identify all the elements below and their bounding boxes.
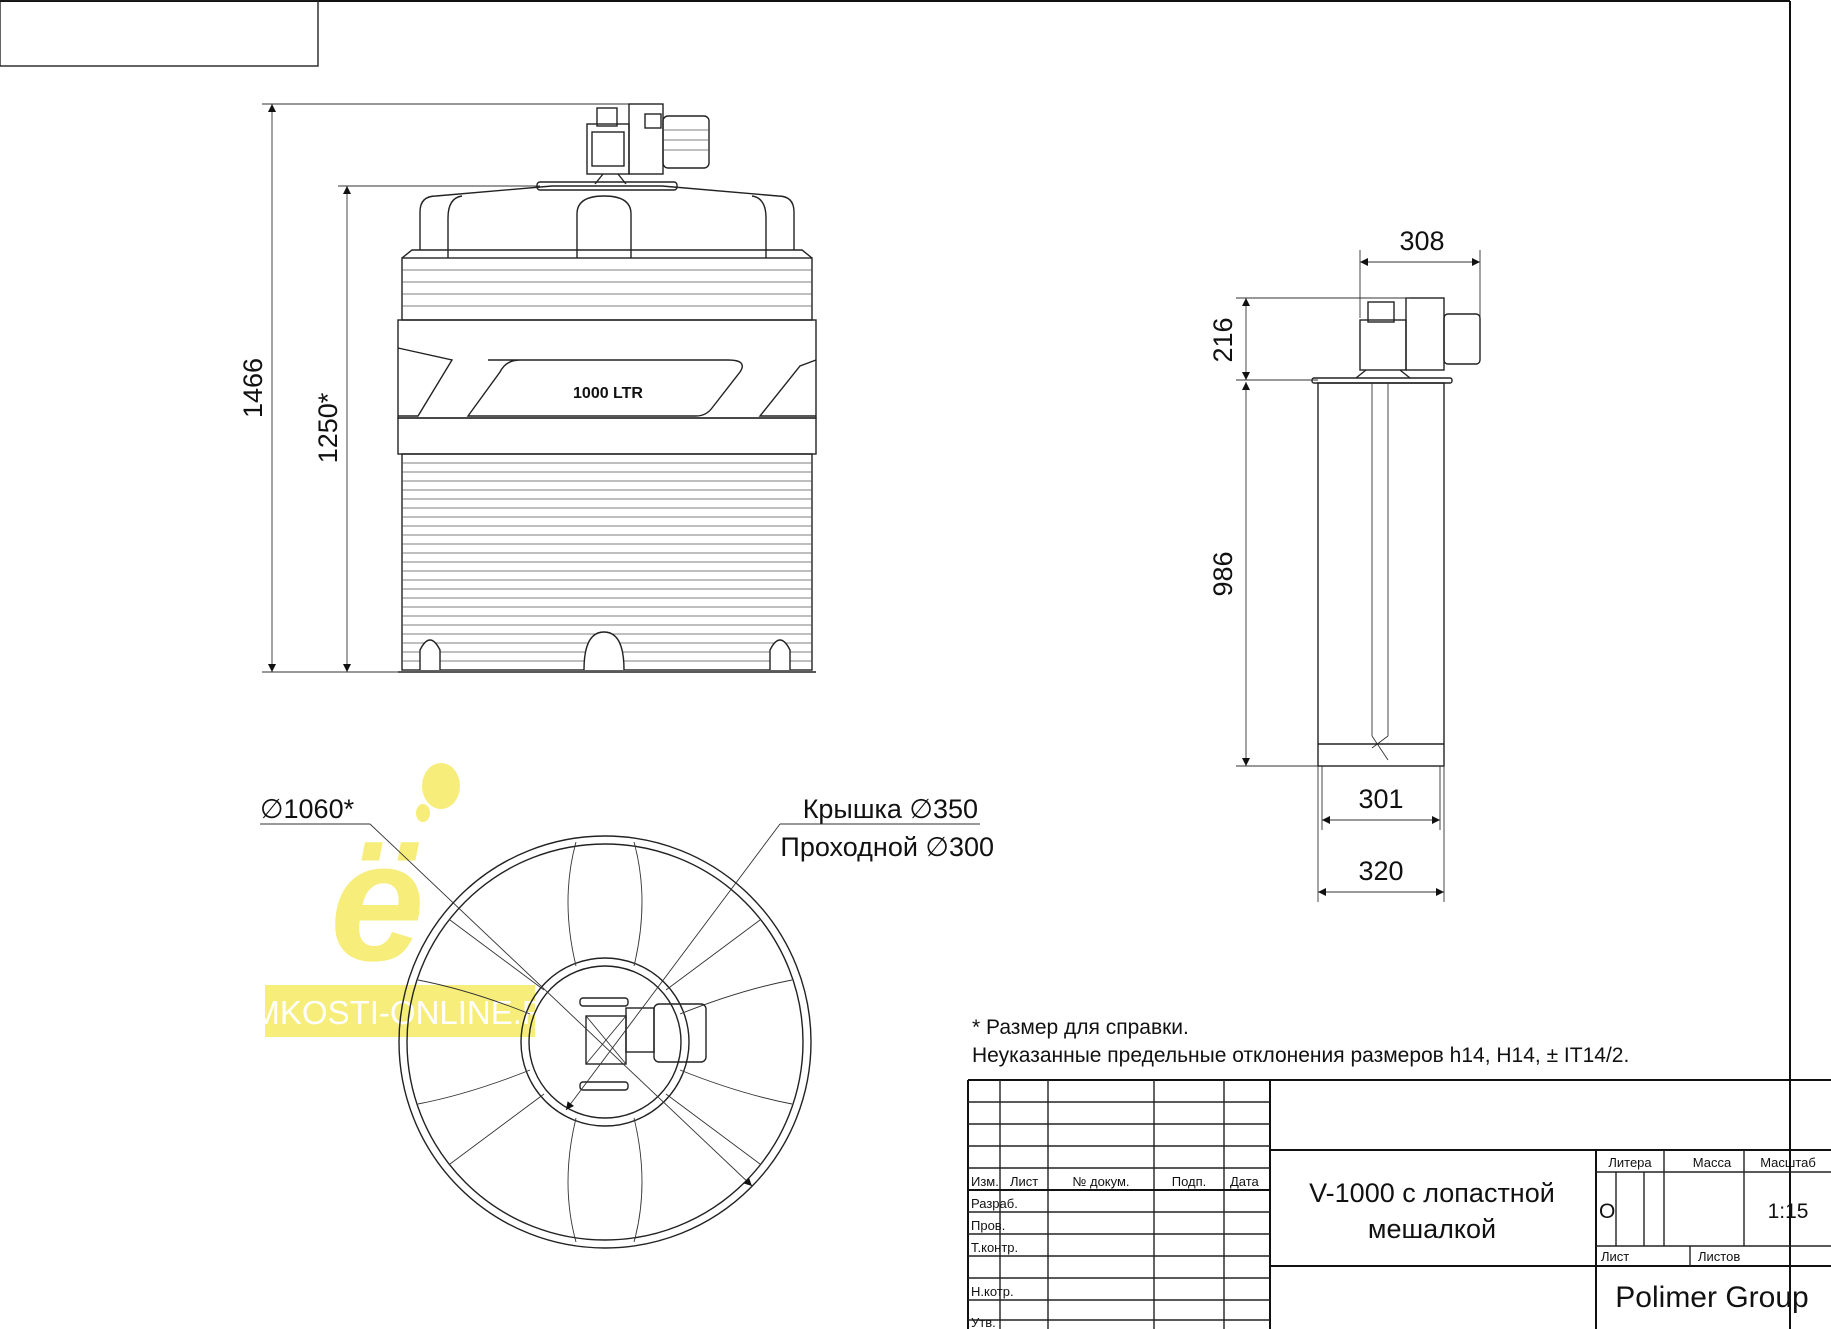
passage-label: Проходной ∅300 [780,832,994,862]
dome-ribs [417,841,793,1243]
sheet-frame [0,0,1791,1329]
watermark-glyph: ё [330,807,425,997]
label-plate-text: 1000 LTR [573,385,643,402]
role-razrab: Разраб. [971,1196,1018,1211]
agitator-drive [536,103,710,191]
role-nkontr: Н.котр. [971,1284,1014,1299]
dim-body-height: 1250* [313,185,540,672]
role-prov: Пров. [971,1218,1005,1233]
scale-value: 1:15 [1768,1200,1809,1223]
note-line-1: * Размер для справки. [972,1016,1189,1039]
hdr-izm: Изм. [971,1174,999,1189]
hdr-doc: № докум. [1072,1174,1129,1189]
notes: * Размер для справки. Неуказанные предел… [972,1016,1629,1067]
drawing-title-line-1: V-1000 с лопастной [1309,1178,1555,1208]
dim-shaft-length-value: 986 [1208,551,1238,596]
watermark-dot-left [422,763,460,809]
sheet-label: Лист [1601,1249,1629,1264]
dim-bottom-inner-value: 301 [1358,784,1403,814]
revision-grid [968,1080,1270,1329]
dim-motor-width-value: 308 [1399,226,1444,256]
litera-value: О [1599,1200,1615,1223]
dim-diameter: ∅1060* [260,794,753,1187]
top-agitator-drive [579,997,707,1091]
hdr-date: Дата [1230,1174,1260,1189]
dim-motor-height: 216 [1208,297,1410,381]
lower-ribs [402,462,812,662]
label-plate [466,359,743,417]
dim-bottom-outer: 320 [1317,766,1445,902]
watermark-dot-small [416,804,430,822]
dim-total-height: 1466 [238,103,660,673]
massa-label: Масса [1693,1155,1732,1170]
corner-box [0,0,319,67]
top-view: ∅1060* Крышка ∅350 Проходной ∅300 [260,794,994,1249]
upper-ribs [402,269,812,307]
role-tkontr: Т.контр. [971,1240,1018,1255]
role-utv: Утв. [971,1315,996,1329]
title-block: Изм. Лист № докум. Подп. Дата Разраб. Пр… [967,1079,1831,1329]
lid-label: Крышка ∅350 [803,794,978,824]
litera-grid [1596,1150,1831,1266]
dim-body-height-value: 1250* [313,392,343,463]
company-name: Polimer Group [1615,1281,1808,1314]
masshtab-label: Масштаб [1760,1155,1816,1170]
drawing-title-line-2: мешалкой [1368,1214,1496,1244]
note-line-2: Неуказанные предельные отклонения размер… [972,1044,1629,1067]
front-view-tank: 1466 1250* [238,103,817,673]
dim-bottom-inner: 301 [1321,766,1441,830]
side-section-view: 308 216 986 301 320 [1208,226,1481,902]
side-agitator-drive [1311,297,1481,384]
dim-shaft-length: 986 [1208,382,1318,767]
hdr-list: Лист [1010,1174,1038,1189]
dim-bottom-outer-value: 320 [1358,856,1403,886]
dim-motor-height-value: 216 [1208,317,1238,362]
tank-dome [419,185,795,250]
lid-leader: Крышка ∅350 Проходной ∅300 [565,794,994,1111]
dim-diameter-value: ∅1060* [260,794,355,824]
dim-total-height-value: 1466 [238,358,268,418]
litera-label: Литера [1608,1155,1652,1170]
sheets-label: Листов [1698,1249,1740,1264]
hdr-sign: Подп. [1172,1174,1207,1189]
dim-motor-width: 308 [1359,226,1481,318]
